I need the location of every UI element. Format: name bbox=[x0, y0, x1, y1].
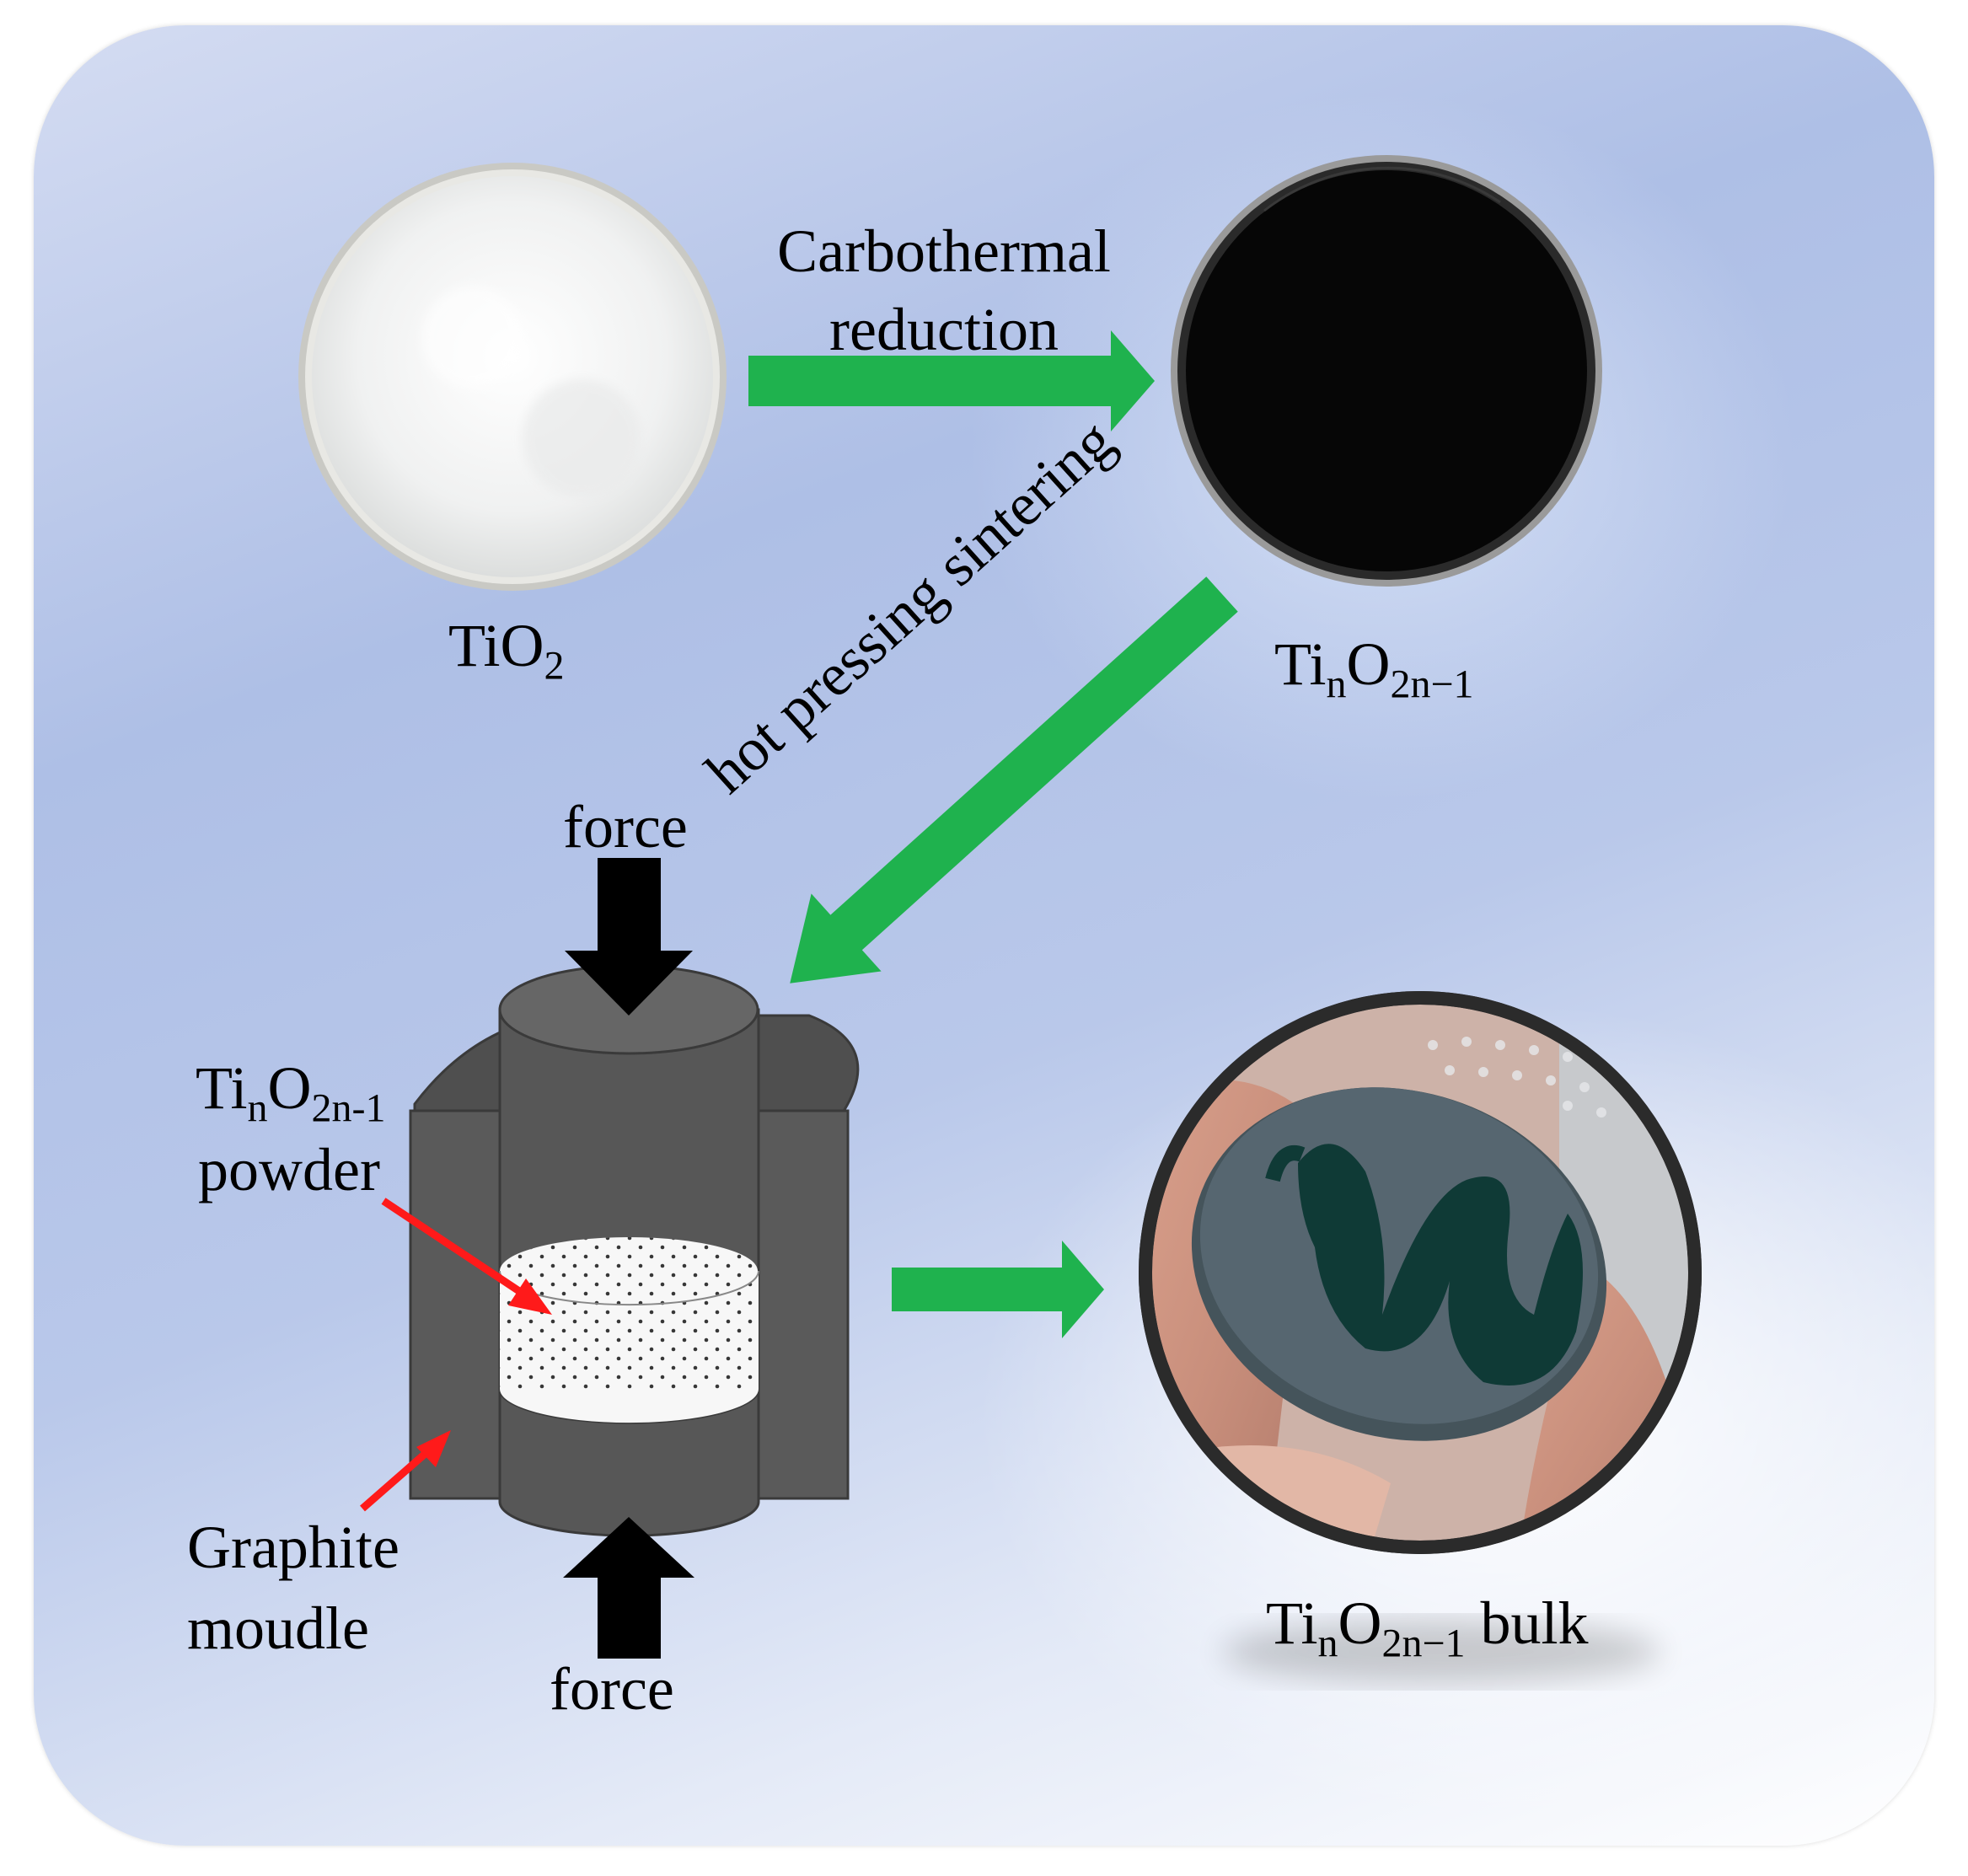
graphite-label-line1: Graphite bbox=[187, 1514, 399, 1581]
sintered-bulk-pellet-icon bbox=[1139, 991, 1702, 1554]
bulk-arrow bbox=[892, 1241, 1104, 1338]
process-label-line2: reduction bbox=[829, 296, 1059, 363]
bulk-label: TinO2n−1 bulk bbox=[1266, 1589, 1589, 1666]
process-label-line1: Carbothermal bbox=[777, 217, 1111, 285]
force-down-arrow bbox=[565, 858, 693, 1016]
carbothermal-arrow bbox=[748, 330, 1155, 431]
powder-label-word: powder bbox=[198, 1136, 380, 1203]
white-powder-petri-dish-icon bbox=[298, 163, 727, 591]
powder-label-formula: TinO2n-1 bbox=[196, 1054, 386, 1131]
graphite-pointer-arrow bbox=[360, 1430, 451, 1512]
force-bottom-label: force bbox=[550, 1655, 674, 1723]
graphite-label-line2: moudle bbox=[187, 1595, 369, 1662]
tin-label: TinO2n−1 bbox=[1274, 630, 1474, 707]
black-powder-petri-dish-icon bbox=[1171, 155, 1602, 587]
powder-pointer-arrow bbox=[381, 1198, 552, 1315]
force-top-label: force bbox=[563, 793, 688, 860]
sintering-arrow bbox=[790, 576, 1238, 984]
force-up-arrow bbox=[563, 1517, 694, 1659]
hot-press-mould-icon bbox=[409, 964, 860, 1537]
tio2-label: TiO2 bbox=[448, 612, 565, 689]
